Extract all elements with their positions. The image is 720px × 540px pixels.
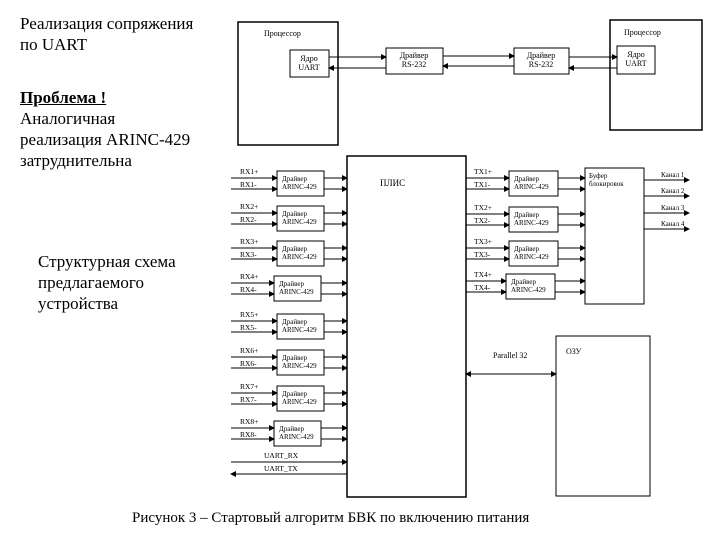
rx-minus-label-2: RX2- bbox=[240, 215, 257, 224]
rx-driver-box-3 bbox=[276, 240, 325, 267]
rx-minus-label-3: RX3- bbox=[240, 250, 257, 259]
rx-driver-box-4 bbox=[273, 275, 322, 302]
tx-plus-label-4: TX4+ bbox=[474, 270, 492, 279]
processor-box-left bbox=[237, 21, 339, 146]
channel-label-1: Канал 1 bbox=[661, 171, 685, 179]
rx-driver-box-8 bbox=[273, 420, 322, 447]
rx-driver-box-2 bbox=[276, 205, 325, 232]
tx-plus-label-3: TX3+ bbox=[474, 237, 492, 246]
rx-driver-box-5 bbox=[276, 313, 325, 340]
tx-driver-box-2 bbox=[508, 206, 559, 233]
tx-driver-box-1 bbox=[508, 170, 559, 197]
ram-box bbox=[555, 335, 651, 497]
rx-minus-label-6: RX6- bbox=[240, 359, 257, 368]
tx-minus-label-2: TX2- bbox=[474, 216, 491, 225]
tx-minus-label-4: TX4- bbox=[474, 283, 491, 292]
channel-label-2: Канал 2 bbox=[661, 187, 685, 195]
rx-driver-box-6 bbox=[276, 349, 325, 376]
problem-heading: Проблема ! bbox=[20, 88, 107, 107]
uart-core-box-right bbox=[616, 45, 656, 75]
rs232-driver-box-right bbox=[513, 47, 570, 75]
tx-minus-label-3: TX3- bbox=[474, 250, 491, 259]
rx-plus-label-8: RX8+ bbox=[240, 417, 258, 426]
rs232-driver-box-left bbox=[385, 47, 444, 75]
structure-label: Структурная схема предлагаемого устройст… bbox=[38, 252, 176, 313]
processor-label-left: Процессор bbox=[264, 29, 301, 38]
lock-buffer-box bbox=[584, 167, 645, 305]
plis-label: ПЛИС bbox=[380, 178, 405, 188]
plis-box bbox=[346, 155, 467, 498]
rx-minus-label-8: RX8- bbox=[240, 430, 257, 439]
rx-plus-label-3: RX3+ bbox=[240, 237, 258, 246]
rx-driver-box-7 bbox=[276, 385, 325, 412]
problem-block: Проблема ! Аналогичная реализация ARINC-4… bbox=[20, 66, 190, 171]
problem-body: Аналогичная реализация ARINC-429 затрудн… bbox=[20, 109, 191, 170]
figure-caption: Рисунок 3 – Стартовый алгоритм БВК по вк… bbox=[132, 510, 530, 526]
processor-label-right: Процессор bbox=[624, 28, 661, 37]
rx-plus-label-7: RX7+ bbox=[240, 382, 258, 391]
uart-tx-label: UART_TX bbox=[264, 464, 298, 473]
tx-plus-label-1: TX1+ bbox=[474, 167, 492, 176]
tx-driver-box-3 bbox=[508, 240, 559, 267]
channel-label-4: Канал 4 bbox=[661, 220, 685, 228]
rx-plus-label-1: RX1+ bbox=[240, 167, 258, 176]
rx-driver-box-1 bbox=[276, 170, 325, 197]
ram-label: ОЗУ bbox=[566, 347, 582, 356]
tx-driver-box-4 bbox=[505, 273, 556, 300]
rx-minus-label-1: RX1- bbox=[240, 180, 257, 189]
rx-minus-label-7: RX7- bbox=[240, 395, 257, 404]
processor-box-right bbox=[609, 19, 703, 131]
uart-core-box-left bbox=[289, 49, 330, 78]
parallel-bus-label: Parallel 32 bbox=[493, 351, 527, 360]
rx-plus-label-5: RX5+ bbox=[240, 310, 258, 319]
rx-minus-label-5: RX5- bbox=[240, 323, 257, 332]
rx-plus-label-2: RX2+ bbox=[240, 202, 258, 211]
channel-label-3: Канал 3 bbox=[661, 204, 685, 212]
uart-rx-label: UART_RX bbox=[264, 451, 299, 460]
rx-plus-label-4: RX4+ bbox=[240, 272, 258, 281]
slide-title: Реализация сопряжения по UART bbox=[20, 14, 194, 54]
tx-minus-label-1: TX1- bbox=[474, 180, 491, 189]
tx-plus-label-2: TX2+ bbox=[474, 203, 492, 212]
rx-plus-label-6: RX6+ bbox=[240, 346, 258, 355]
rx-minus-label-4: RX4- bbox=[240, 285, 257, 294]
